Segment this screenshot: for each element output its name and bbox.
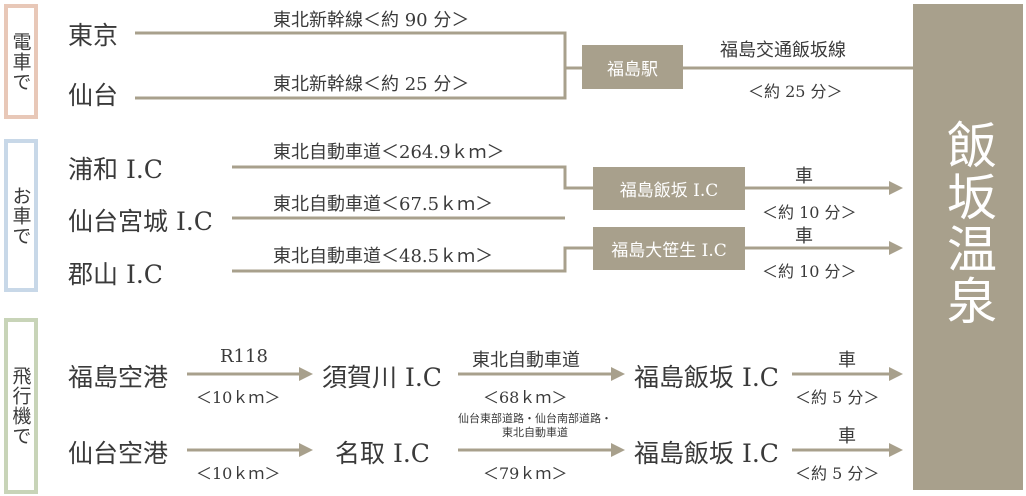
line-name-iizaka: 福島交通飯坂線	[720, 40, 846, 61]
origin-koriyama-ic: 郡山 I.C	[68, 260, 163, 289]
category-plane: 飛行機で	[4, 318, 38, 494]
mode-car-4: 車	[838, 426, 856, 447]
dist-tohoku-79: ＜79ｋｍ＞	[483, 464, 568, 483]
mode-car-1: 車	[795, 166, 813, 187]
category-train-label: 電車で	[9, 31, 32, 92]
mid-natori-ic: 名取 I.C	[335, 439, 430, 468]
arrowhead	[611, 443, 625, 457]
time-car-4: ＜約 5 分＞	[795, 464, 880, 483]
line-sendai	[135, 68, 567, 100]
origin-urawa-ic: 浦和 I.C	[68, 155, 163, 184]
destination-iizaka-onsen: 飯坂温泉	[913, 4, 1023, 490]
route-tohoku-expressway: 東北自動車道	[472, 350, 580, 371]
route-sendai-tobu-nanbu: 仙台東部道路・仙台南部道路・ 東北自動車道	[458, 412, 612, 440]
destination-label: 飯坂温泉	[939, 119, 997, 327]
exit-fukushima-osasou-ic: 福島大笹生 I.C	[593, 227, 745, 270]
line-koriyama	[232, 246, 593, 273]
route-expressway-urawa: 東北自動車道＜264.9ｋｍ＞	[273, 142, 505, 163]
arrowhead	[889, 181, 903, 195]
origin-sendai-airport: 仙台空港	[68, 439, 169, 468]
route-sendai-tobu-nanbu-line1: 仙台東部道路・仙台南部道路・	[458, 412, 612, 425]
station-fukushima: 福島駅	[582, 45, 683, 89]
category-car-label: お車で	[9, 185, 32, 246]
route-expressway-sendai: 東北自動車道＜67.5ｋｍ＞	[273, 194, 494, 215]
route-sendai-tobu-nanbu-line2: 東北自動車道	[502, 426, 568, 439]
time-car-1: ＜約 10 分＞	[762, 203, 857, 222]
line-time-iizaka: ＜約 25 分＞	[748, 82, 843, 101]
arrowhead	[611, 367, 625, 381]
route-shinkansen-sendai: 東北新幹線＜約 25 分＞	[273, 74, 470, 95]
dist-r118: ＜10ｋｍ＞	[196, 388, 281, 407]
arrowhead	[299, 443, 313, 457]
category-plane-label: 飛行機で	[9, 366, 32, 446]
line-tokyo	[135, 31, 582, 70]
dist-sendai-airport: ＜10ｋｍ＞	[196, 464, 281, 483]
origin-tokyo: 東京	[68, 21, 119, 50]
time-car-3: ＜約 5 分＞	[795, 388, 880, 407]
line-urawa	[232, 165, 593, 190]
origin-fukushima-airport: 福島空港	[68, 363, 169, 392]
mode-car-3: 車	[838, 350, 856, 371]
route-expressway-koriyama: 東北自動車道＜48.5ｋｍ＞	[273, 246, 494, 267]
route-shinkansen-tokyo: 東北新幹線＜約 90 分＞	[273, 10, 470, 31]
mid-sukagawa-ic: 須賀川 I.C	[322, 363, 442, 392]
origin-sendai: 仙台	[68, 81, 119, 110]
time-car-2: ＜約 10 分＞	[762, 262, 857, 281]
end-fukushima-iizaka-ic-2: 福島飯坂 I.C	[634, 439, 779, 468]
exit-fukushima-iizaka-ic: 福島飯坂 I.C	[593, 167, 745, 210]
category-train: 電車で	[4, 4, 38, 119]
arrowhead	[889, 241, 903, 255]
arrowhead	[299, 367, 313, 381]
origin-sendai-miyagi-ic: 仙台宮城 I.C	[68, 207, 213, 236]
arrowhead	[889, 443, 903, 457]
mode-car-2: 車	[795, 226, 813, 247]
dist-tohoku-68: ＜68ｋｍ＞	[483, 388, 568, 407]
end-fukushima-iizaka-ic-1: 福島飯坂 I.C	[634, 363, 779, 392]
arrowhead	[889, 367, 903, 381]
route-r118: R118	[220, 346, 268, 367]
category-car: お車で	[4, 139, 38, 292]
